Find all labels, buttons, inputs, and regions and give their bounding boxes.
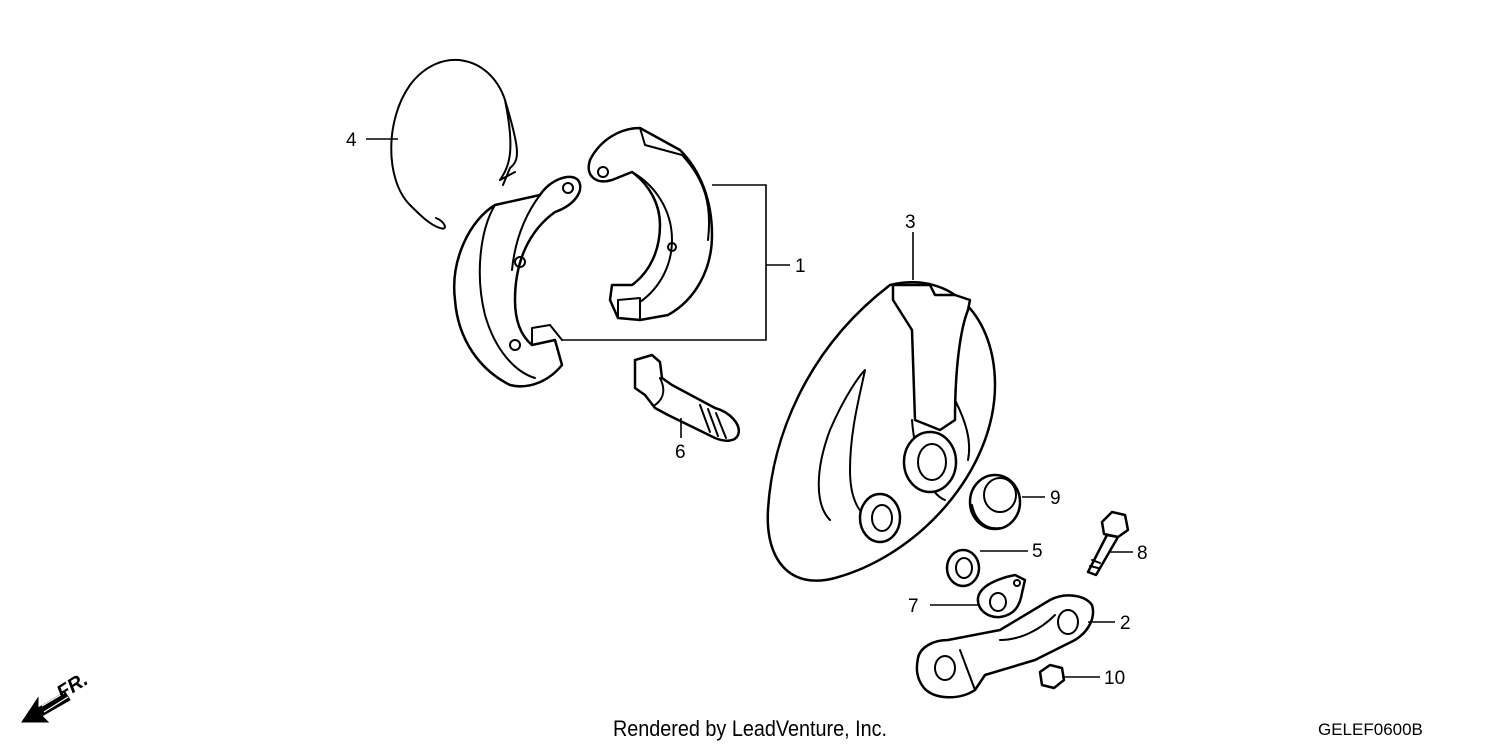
part-spring[interactable] <box>390 59 518 230</box>
callout-7[interactable]: 7 <box>908 596 919 617</box>
part-bolt[interactable] <box>1086 510 1130 577</box>
part-brake-shoe-left[interactable] <box>452 175 582 388</box>
callout-3[interactable]: 3 <box>905 212 916 233</box>
part-brake-shoe-right[interactable] <box>587 126 714 322</box>
part-washer[interactable] <box>945 548 981 588</box>
part-brake-arm[interactable] <box>915 594 1095 699</box>
callout-9[interactable]: 9 <box>1050 488 1061 509</box>
callout-8[interactable]: 8 <box>1137 543 1148 564</box>
part-brake-panel[interactable] <box>766 281 997 582</box>
callout-10[interactable]: 10 <box>1104 668 1125 689</box>
part-nut[interactable] <box>1038 663 1066 690</box>
callout-4[interactable]: 4 <box>346 130 357 151</box>
leader-lines <box>366 138 1133 678</box>
callout-1[interactable]: 1 <box>795 256 806 277</box>
part-seal[interactable] <box>968 473 1022 531</box>
render-credit: Rendered by LeadVenture, Inc. <box>612 716 888 741</box>
callout-2[interactable]: 2 <box>1120 613 1131 634</box>
part-brake-cam[interactable] <box>633 353 741 442</box>
drawing-code: GELEF0600B <box>1318 720 1423 739</box>
front-direction-arrow-icon: FR. <box>21 669 92 723</box>
callout-6[interactable]: 6 <box>675 442 686 463</box>
part-indicator-plate[interactable] <box>976 573 1027 619</box>
callout-5[interactable]: 5 <box>1032 541 1043 562</box>
